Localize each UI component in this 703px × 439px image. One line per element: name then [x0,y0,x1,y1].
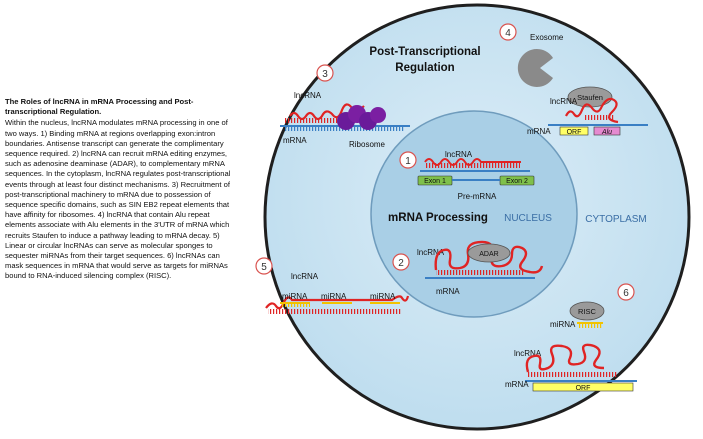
mirna-label-b: miRNA [321,292,347,301]
staufen-label: Staufen [577,93,603,102]
risc-label: RISC [578,307,597,316]
nucleus-label: NUCLEUS [504,213,552,224]
alu-label: Alu [601,129,612,136]
pre-mrna-label: Pre-mRNA [458,192,497,201]
step4-mrna-label: mRNA [527,127,551,136]
mirna-label-a: miRNA [282,292,308,301]
nucleus [370,110,578,318]
exon2-label: Exon 2 [506,178,528,185]
step4-orf-label: ORF [567,129,582,136]
step1-lncrna-label: lncRNA [445,150,473,159]
diagram-heading-line1: Post-Transcriptional [369,46,480,58]
mirna-label-c: miRNA [370,292,396,301]
caption-title: The Roles of lncRNA in mRNA Processing a… [5,97,194,117]
step-2-number: 2 [398,258,404,269]
step6-orf-label: ORF [576,385,591,392]
step-1-group: 1 lncRNA Exon 1 Exon 2 Pre-mRNA [399,150,535,201]
ribosome-label: Ribosome [349,140,386,149]
step-4-number: 4 [505,28,511,39]
step-3-group: 3 lncRNA Ribosome mRNA [280,64,410,149]
step-1-number: 1 [405,156,411,167]
step6-lncrna-label: lncRNA [514,349,542,358]
adar-protein [467,243,511,263]
step2-lncrna-label: lncRNA [417,248,445,257]
figure-caption: The Roles of lncRNA in mRNA Processing a… [5,97,233,282]
risc-complex [569,301,605,321]
step6-mirna-label: miRNA [550,320,576,329]
caption-body: Within the nucleus, lncRNA modulates mRN… [5,118,231,281]
step-2-group: 2 lncRNA ADAR mRNA [392,240,544,296]
adar-label: ADAR [479,251,498,258]
step-4-group: 4 Exosome Staufen lncRNA mRNA ORF Alu [499,23,648,136]
step-6-number: 6 [623,288,629,299]
exosome-label: Exosome [530,33,564,42]
orf-box [559,126,589,136]
cytoplasm-label: CYTOPLASM [585,214,647,225]
step3-lncrna-label: lncRNA [294,91,322,100]
ribosome-subunit [370,107,386,123]
step-5-number: 5 [261,262,267,273]
exosome-shape [517,49,553,87]
nucleus-heading: mRNA Processing [388,212,488,224]
step3-mrna-label: mRNA [283,136,307,145]
step-6-group: 6 RISC miRNA lncRNA mRNA ORF [505,283,637,392]
step6-mrna-label: mRNA [505,380,529,389]
step2-mrna-label: mRNA [436,287,460,296]
step6-orf-box [532,382,634,392]
step-5-group: 5 lncRNA miRNA miRNA miRNA [255,257,410,314]
step-3-number: 3 [322,69,328,80]
exon1-label: Exon 1 [424,178,446,185]
diagram-heading-line2: Regulation [395,62,454,74]
step4-lncrna-label: lncRNA [550,97,578,106]
alu-box [593,126,621,136]
step5-lncrna-label: lncRNA [291,272,319,281]
